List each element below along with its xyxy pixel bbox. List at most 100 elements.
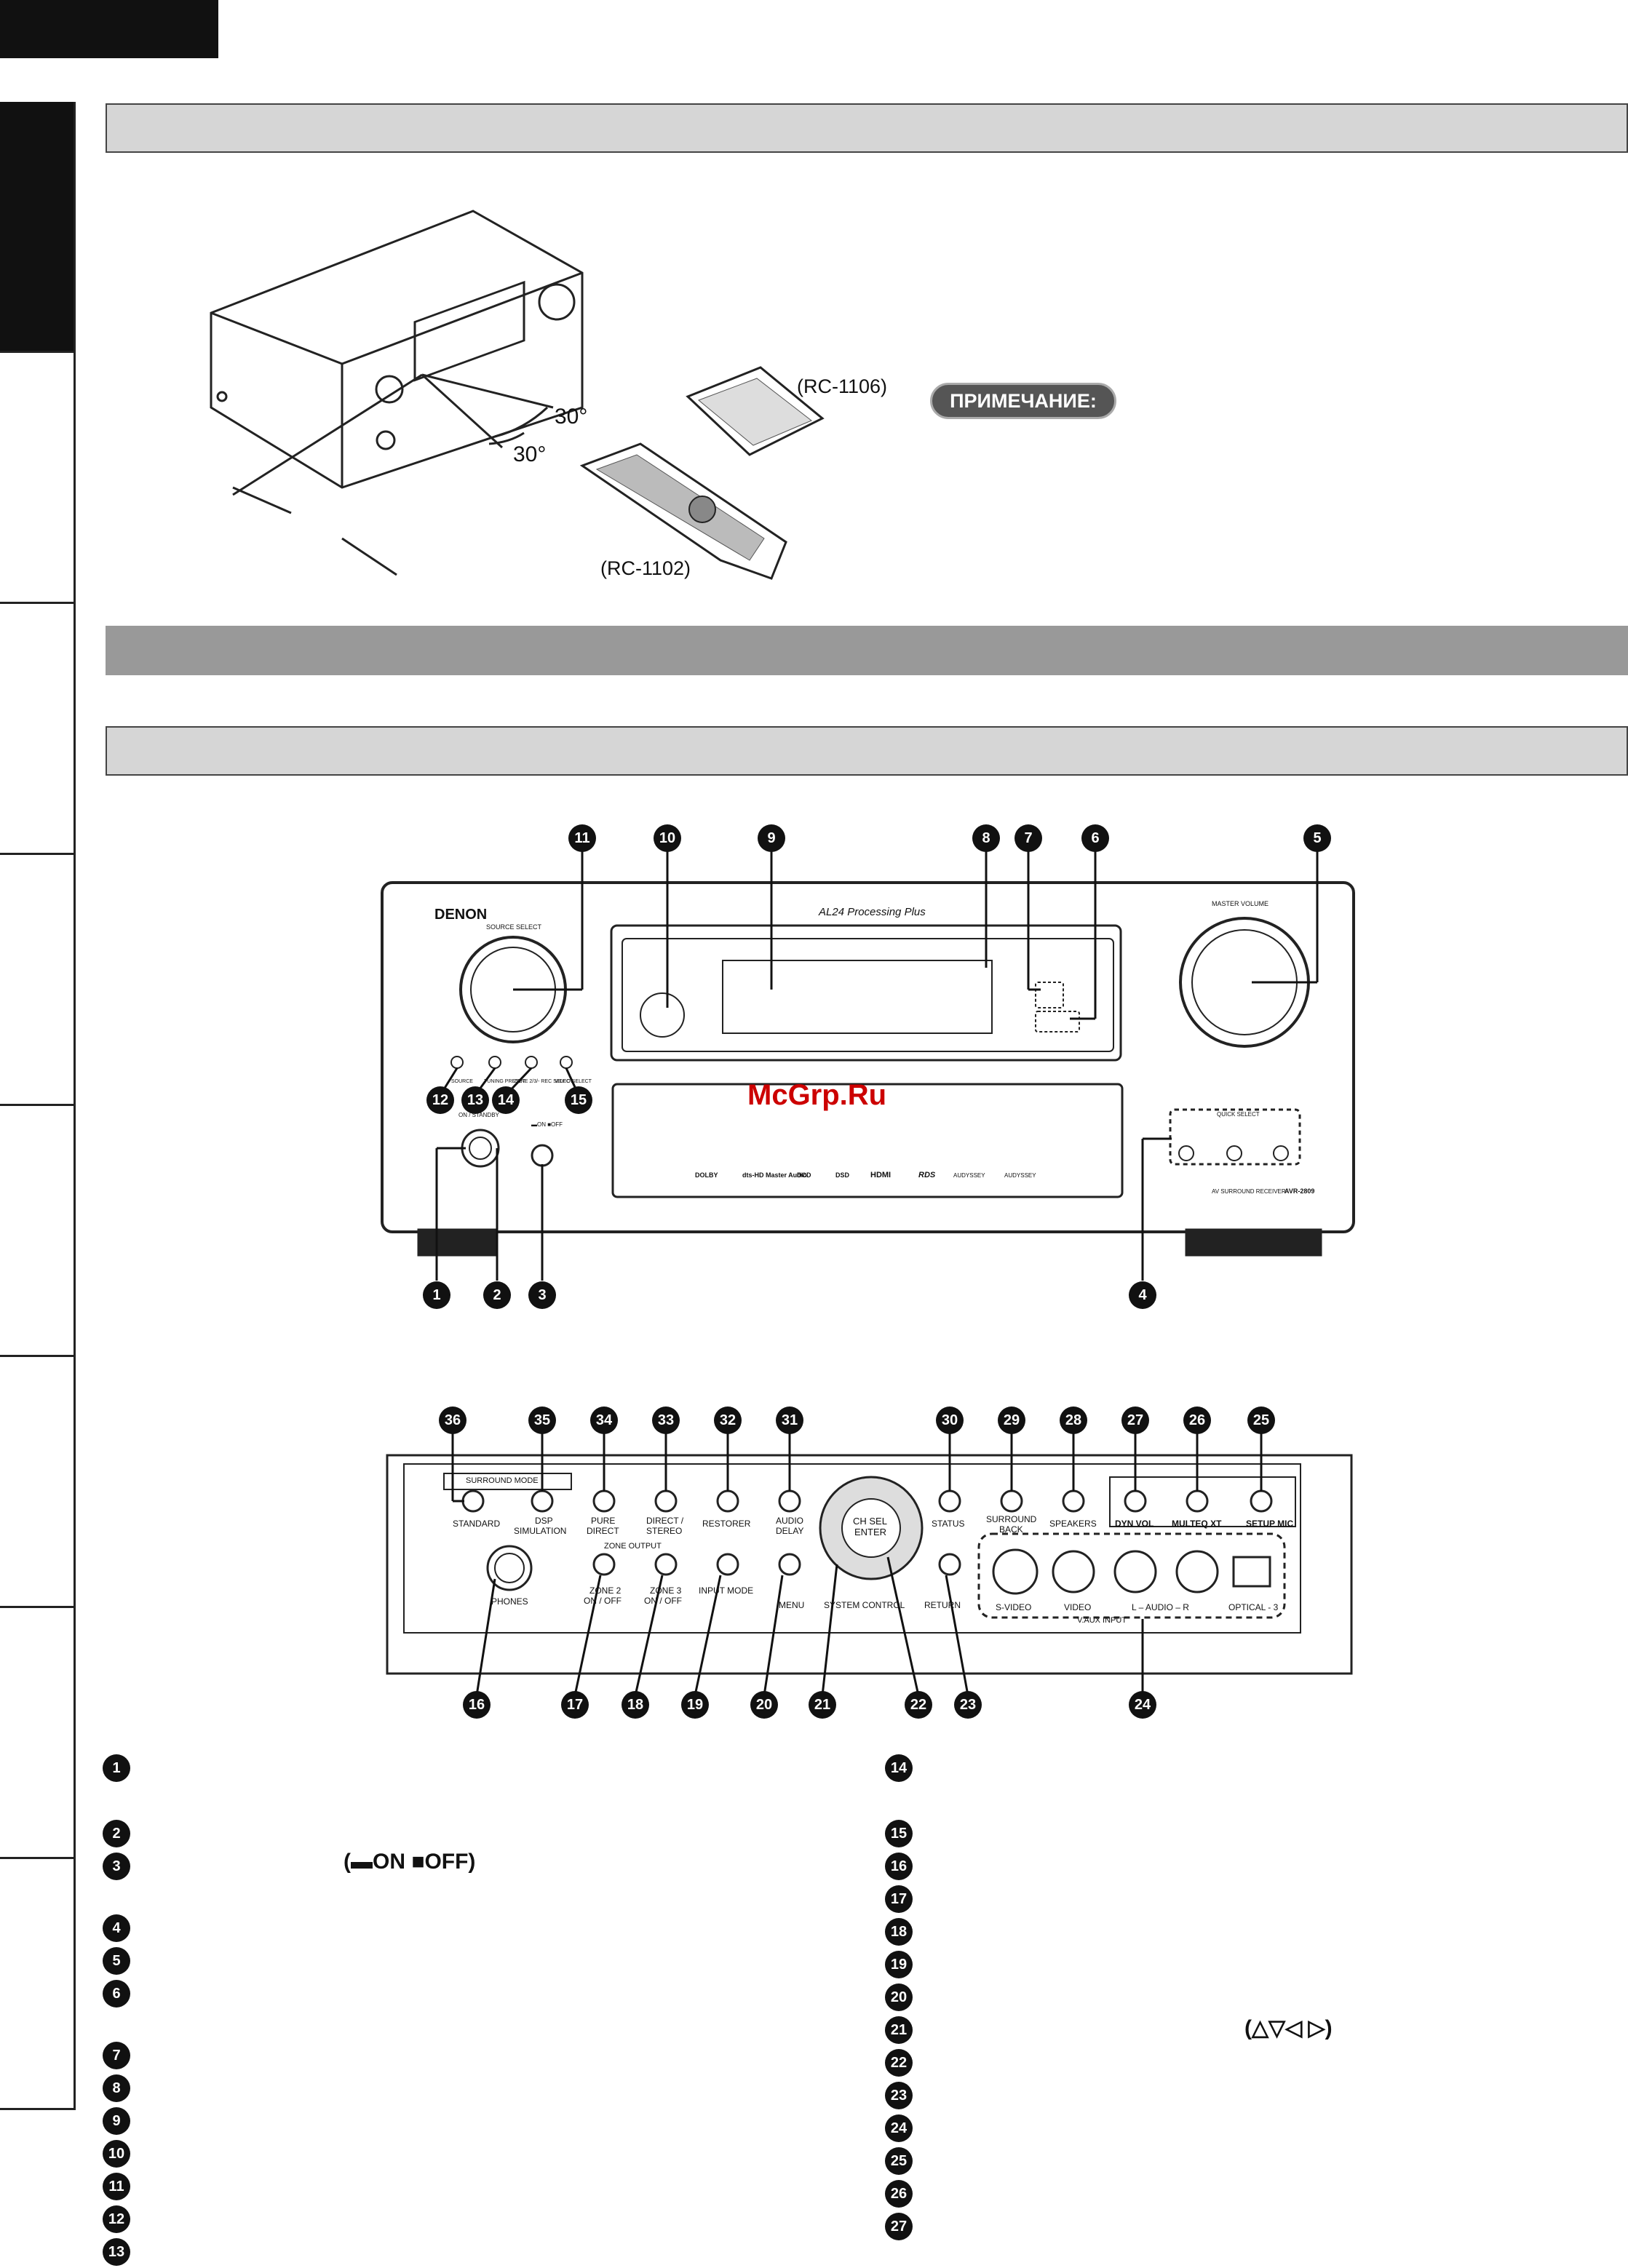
remote-rc1102-illustration bbox=[579, 442, 787, 580]
callout-number: 24 bbox=[885, 2114, 913, 2142]
callout-number: 12 bbox=[103, 2205, 130, 2233]
label-surround-mode: SURROUND MODE bbox=[466, 1476, 539, 1485]
callout-number: 23 bbox=[954, 1691, 982, 1719]
label-optical: OPTICAL - 3 bbox=[1228, 1602, 1279, 1612]
logo-audyssey-2: AUDYSSEY bbox=[1004, 1172, 1036, 1179]
label-menu: MENU bbox=[779, 1600, 804, 1610]
top-black-block bbox=[0, 0, 218, 58]
callout-number: 28 bbox=[1060, 1406, 1087, 1434]
remote-label-rc1102: (RC-1102) bbox=[600, 557, 691, 579]
callout-number: 34 bbox=[590, 1406, 618, 1434]
watermark: McGrp.Ru bbox=[747, 1079, 887, 1111]
label-zone2-onoff: ON / OFF bbox=[584, 1596, 622, 1606]
callout-number: 17 bbox=[885, 1885, 913, 1913]
label-phones: PHONES bbox=[491, 1596, 528, 1607]
callout-number: 6 bbox=[103, 1980, 130, 2008]
callout-number: 30 bbox=[936, 1406, 964, 1434]
label-source: SOURCE bbox=[451, 1079, 473, 1084]
section-header-2 bbox=[106, 626, 1628, 675]
callout-number: 26 bbox=[1183, 1406, 1211, 1434]
callout-number: 3 bbox=[528, 1281, 556, 1309]
tab-7[interactable] bbox=[0, 1608, 76, 1859]
callout-number: 15 bbox=[885, 1820, 913, 1847]
label-dsp: DSP bbox=[535, 1516, 553, 1526]
callout-number: 7 bbox=[103, 2042, 130, 2069]
callout-number: 31 bbox=[776, 1406, 803, 1434]
callout-number: 7 bbox=[1014, 824, 1042, 852]
logo-rds: RDS bbox=[918, 1171, 936, 1179]
callout-number: 19 bbox=[681, 1691, 709, 1719]
callout-number: 6 bbox=[1081, 824, 1109, 852]
legend-arrows-label: (△▽◁ ▷) bbox=[1244, 2016, 1333, 2040]
callout-number: 1 bbox=[423, 1281, 450, 1309]
label-input-mode: INPUT MODE bbox=[699, 1585, 753, 1596]
label-simulation: SIMULATION bbox=[514, 1526, 566, 1536]
callout-number: 36 bbox=[439, 1406, 466, 1434]
callout-number: 22 bbox=[885, 2049, 913, 2077]
callout-number: 25 bbox=[1247, 1406, 1275, 1434]
callout-number: 3 bbox=[103, 1853, 130, 1880]
callout-number: 14 bbox=[885, 1754, 913, 1782]
tab-2[interactable] bbox=[0, 353, 76, 604]
callout-number: 8 bbox=[103, 2074, 130, 2102]
callout-number: 4 bbox=[1129, 1281, 1156, 1309]
callout-number: 35 bbox=[528, 1406, 556, 1434]
label-dyn-vol: DYN VOL bbox=[1115, 1519, 1154, 1529]
label-zone3-onoff: ON / OFF bbox=[644, 1596, 682, 1606]
tab-6[interactable] bbox=[0, 1357, 76, 1608]
callout-number: 18 bbox=[885, 1918, 913, 1946]
callout-number: 20 bbox=[885, 1983, 913, 2011]
callout-number: 23 bbox=[885, 2082, 913, 2109]
label-direct-slash: DIRECT / bbox=[646, 1516, 684, 1526]
label-pure: PURE bbox=[591, 1516, 615, 1526]
tab-8[interactable] bbox=[0, 1859, 76, 2110]
callout-number: 2 bbox=[103, 1820, 130, 1847]
callout-number: 20 bbox=[750, 1691, 778, 1719]
label-master-volume: MASTER VOLUME bbox=[1212, 900, 1268, 907]
receiver-illustration bbox=[210, 210, 584, 576]
callout-number: 29 bbox=[998, 1406, 1025, 1434]
callout-number: 11 bbox=[103, 2173, 130, 2200]
callout-number: 2 bbox=[483, 1281, 511, 1309]
remote-label-rc1106: (RC-1106) bbox=[797, 375, 887, 397]
callout-number: 10 bbox=[654, 824, 681, 852]
tab-1[interactable] bbox=[0, 102, 76, 353]
section-header-3 bbox=[106, 726, 1628, 776]
label-zone3: ZONE 3 bbox=[650, 1585, 682, 1596]
callout-number: 18 bbox=[622, 1691, 649, 1719]
callout-number: 12 bbox=[426, 1086, 454, 1114]
label-s-video: S-VIDEO bbox=[996, 1602, 1031, 1612]
callout-number: 13 bbox=[461, 1086, 489, 1114]
angle-label-1: 30° bbox=[555, 405, 587, 429]
label-zone-rec-select: ZONE 2/3/- REC SELECT bbox=[514, 1079, 573, 1084]
label-delay: DELAY bbox=[776, 1526, 803, 1536]
label-on-standby: ON / STANDBY bbox=[458, 1112, 500, 1118]
label-return: RETURN bbox=[924, 1600, 961, 1610]
panel-callout-lines bbox=[451, 1433, 1263, 1696]
logo-dcd: DCD bbox=[797, 1171, 811, 1179]
tab-4[interactable] bbox=[0, 855, 76, 1106]
tab-3[interactable] bbox=[0, 604, 76, 855]
callout-number: 32 bbox=[714, 1406, 742, 1434]
label-display-title: AL24 Processing Plus bbox=[818, 906, 926, 918]
callout-number: 9 bbox=[103, 2107, 130, 2135]
callout-number: 14 bbox=[492, 1086, 520, 1114]
section-header-1 bbox=[106, 103, 1628, 153]
callout-number: 17 bbox=[561, 1691, 589, 1719]
label-model-text: AV SURROUND RECEIVER bbox=[1212, 1188, 1286, 1195]
angle-label-2: 30° bbox=[513, 442, 546, 466]
callout-number: 11 bbox=[568, 824, 596, 852]
front-panel bbox=[381, 881, 1355, 1257]
callout-number: 9 bbox=[758, 824, 785, 852]
label-speakers: SPEAKERS bbox=[1049, 1519, 1097, 1529]
callout-number: 27 bbox=[885, 2213, 913, 2240]
label-video: VIDEO bbox=[1064, 1602, 1091, 1612]
label-setup-mic: SETUP MIC bbox=[1246, 1519, 1293, 1529]
label-audio-lr: L – AUDIO – R bbox=[1132, 1602, 1189, 1612]
logo-hdmi: HDMI bbox=[870, 1171, 891, 1179]
callout-number: 21 bbox=[809, 1691, 836, 1719]
tab-5[interactable] bbox=[0, 1106, 76, 1357]
logo-audyssey-1: AUDYSSEY bbox=[953, 1172, 985, 1179]
label-power-switch: ▬ON ■OFF bbox=[531, 1121, 563, 1128]
